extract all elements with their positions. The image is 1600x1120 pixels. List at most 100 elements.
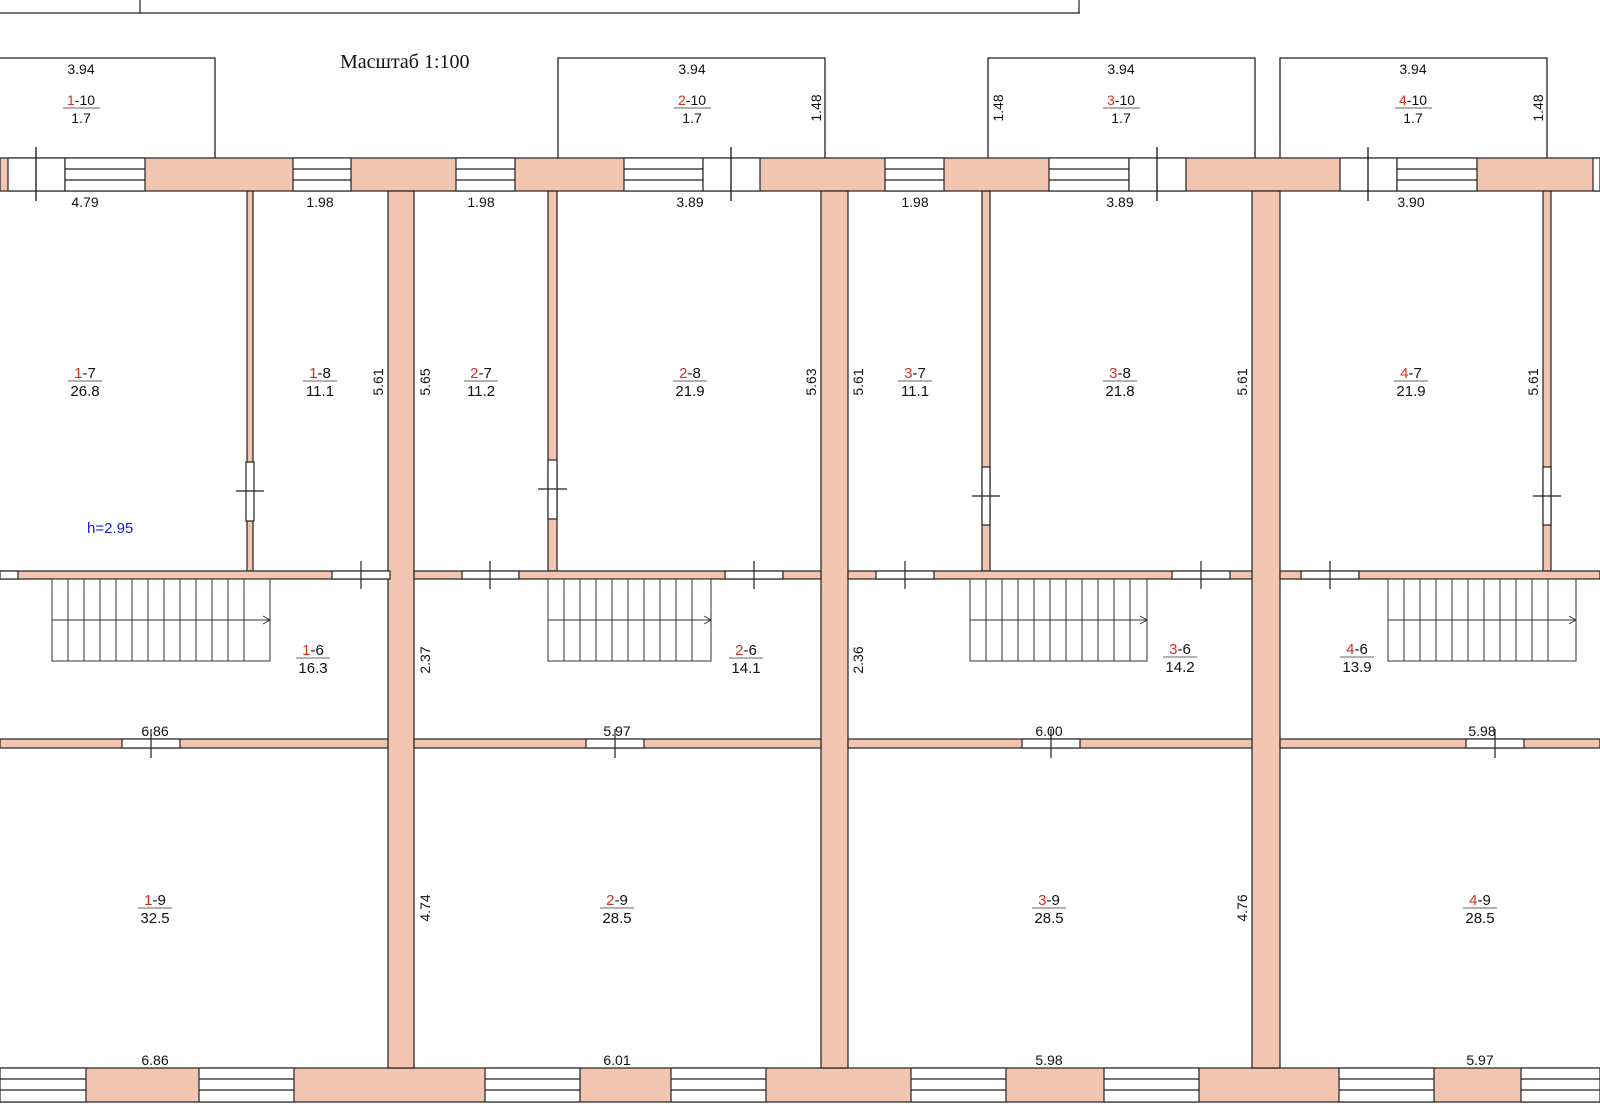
- svg-text:4-6: 4-6: [1346, 641, 1368, 658]
- svg-text:16.3: 16.3: [298, 660, 327, 677]
- dimension-label: 1.98: [467, 194, 494, 210]
- room-label: 1-7 26.8: [68, 365, 102, 400]
- balcony-door-marks: [35, 147, 1369, 201]
- room-label: 3-7 11.1: [898, 365, 932, 400]
- dimension-label: 4.74: [417, 894, 433, 921]
- balcony-width: 3.94: [1399, 61, 1426, 77]
- balcony-area: 1.7: [71, 110, 91, 126]
- balcony-id: 4-10: [1399, 92, 1427, 108]
- svg-text:21.8: 21.8: [1105, 383, 1134, 400]
- svg-text:1-6: 1-6: [302, 642, 324, 659]
- svg-text:2-9: 2-9: [606, 892, 628, 909]
- balcony-width: 3.94: [67, 61, 94, 77]
- dimension-label: 4.76: [1234, 894, 1250, 921]
- bottom-windows: [0, 1067, 1600, 1103]
- svg-text:14.2: 14.2: [1165, 659, 1194, 676]
- balcony-id: 2-10: [678, 92, 706, 108]
- ceiling-height-note: h=2.95: [87, 520, 133, 537]
- stair-3: [969, 578, 1149, 662]
- svg-text:26.8: 26.8: [70, 383, 99, 400]
- balcony-id: 1-10: [67, 92, 95, 108]
- svg-text:2-8: 2-8: [679, 365, 701, 382]
- balcony-id: 3-10: [1107, 92, 1135, 108]
- room-label: 1-6 16.3: [296, 642, 330, 677]
- svg-text:28.5: 28.5: [602, 910, 631, 927]
- svg-text:3-8: 3-8: [1109, 365, 1131, 382]
- room-label: 4-7 21.9: [1394, 365, 1428, 400]
- room-labels: 1-7 26.8 1-8 11.1 2-7 11.2 2-8 21.9 3-7 …: [68, 365, 1497, 927]
- dimension-label: 5.98: [1035, 1052, 1062, 1068]
- dimension-label: 5.61: [370, 368, 386, 395]
- room-label: 3-9 28.5: [1032, 892, 1066, 927]
- dimension-label: 2.37: [417, 646, 433, 673]
- dimension-label: 6.00: [1035, 723, 1062, 739]
- svg-text:21.9: 21.9: [675, 383, 704, 400]
- balcony-labels: 3.94 3.94 3.94 3.94 1-10 1.7 2-10 1.7 3-…: [63, 61, 1546, 126]
- stair-4: [1387, 578, 1578, 662]
- dimension-label: 6.86: [141, 1052, 168, 1068]
- svg-text:32.5: 32.5: [140, 910, 169, 927]
- dimension-label: 5.97: [603, 723, 630, 739]
- svg-text:4-7: 4-7: [1400, 365, 1422, 382]
- room-label: 4-6 13.9: [1340, 641, 1374, 676]
- dimension-label: 1.98: [901, 194, 928, 210]
- vertical-dimensions: 5.61 5.65 5.63 5.61 5.61 5.61 2.37 2.36 …: [370, 368, 1541, 921]
- dimension-label: 3.89: [676, 194, 703, 210]
- svg-text:4-9: 4-9: [1469, 892, 1491, 909]
- dimension-label: 6.86: [141, 723, 168, 739]
- walls: [0, 157, 1600, 1103]
- balcony-area: 1.7: [1403, 110, 1423, 126]
- title-block-frame: [0, 0, 1080, 14]
- room-label: 2-7 11.2: [464, 365, 498, 400]
- svg-text:28.5: 28.5: [1034, 910, 1063, 927]
- dimension-label: 5.63: [803, 368, 819, 395]
- partition-doors: [236, 459, 1561, 526]
- dimension-label: 5.97: [1466, 1052, 1493, 1068]
- svg-text:2-6: 2-6: [735, 642, 757, 659]
- room-label: 1-9 32.5: [138, 892, 172, 927]
- room-label: 2-9 28.5: [600, 892, 634, 927]
- dimension-label: 6.01: [603, 1052, 630, 1068]
- svg-text:11.1: 11.1: [306, 383, 334, 400]
- svg-text:28.5: 28.5: [1465, 910, 1494, 927]
- room-label: 4-9 28.5: [1463, 892, 1497, 927]
- room-label: 1-8 11.1: [303, 365, 337, 400]
- room-label: 2-6 14.1: [729, 642, 763, 677]
- corridor-doors: [0, 561, 1525, 758]
- stair-1: [51, 578, 272, 662]
- balcony-depth: 1.48: [990, 94, 1006, 121]
- svg-text:21.9: 21.9: [1396, 383, 1425, 400]
- balcony-area: 1.7: [682, 110, 702, 126]
- svg-text:1-9: 1-9: [144, 892, 166, 909]
- dimension-label: 5.61: [1234, 368, 1250, 395]
- balcony-depth: 1.48: [808, 94, 824, 121]
- room-label: 3-6 14.2: [1163, 641, 1197, 676]
- stair-2: [547, 578, 713, 662]
- svg-text:2-7: 2-7: [470, 365, 492, 382]
- dimension-label: 5.61: [1525, 368, 1541, 395]
- svg-text:1-7: 1-7: [74, 365, 96, 382]
- room-label: 3-8 21.8: [1103, 365, 1137, 400]
- balcony-width: 3.94: [678, 61, 705, 77]
- dimension-label: 3.90: [1397, 194, 1424, 210]
- scale-label: Масштаб 1:100: [340, 51, 470, 73]
- dimension-label: 5.65: [417, 368, 433, 395]
- balcony-width: 3.94: [1107, 61, 1134, 77]
- balcony-depth: 1.48: [1530, 94, 1546, 121]
- dimension-label: 5.61: [850, 368, 866, 395]
- stairs: [51, 578, 1578, 662]
- svg-text:11.2: 11.2: [467, 383, 495, 400]
- svg-text:11.1: 11.1: [901, 383, 929, 400]
- dimension-label: 3.89: [1106, 194, 1133, 210]
- svg-text:1-8: 1-8: [309, 365, 331, 382]
- svg-text:3-9: 3-9: [1038, 892, 1060, 909]
- svg-text:13.9: 13.9: [1342, 659, 1371, 676]
- top-windows: [7, 157, 1600, 192]
- balcony-area: 1.7: [1111, 110, 1131, 126]
- horizontal-dimensions: 4.79 1.98 1.98 3.89 1.98 3.89 3.90 6.86 …: [71, 194, 1495, 1068]
- room-label: 2-8 21.9: [673, 365, 707, 400]
- balcony-outlines: [0, 57, 1548, 158]
- dimension-label: 4.79: [71, 194, 98, 210]
- dimension-label: 1.98: [306, 194, 333, 210]
